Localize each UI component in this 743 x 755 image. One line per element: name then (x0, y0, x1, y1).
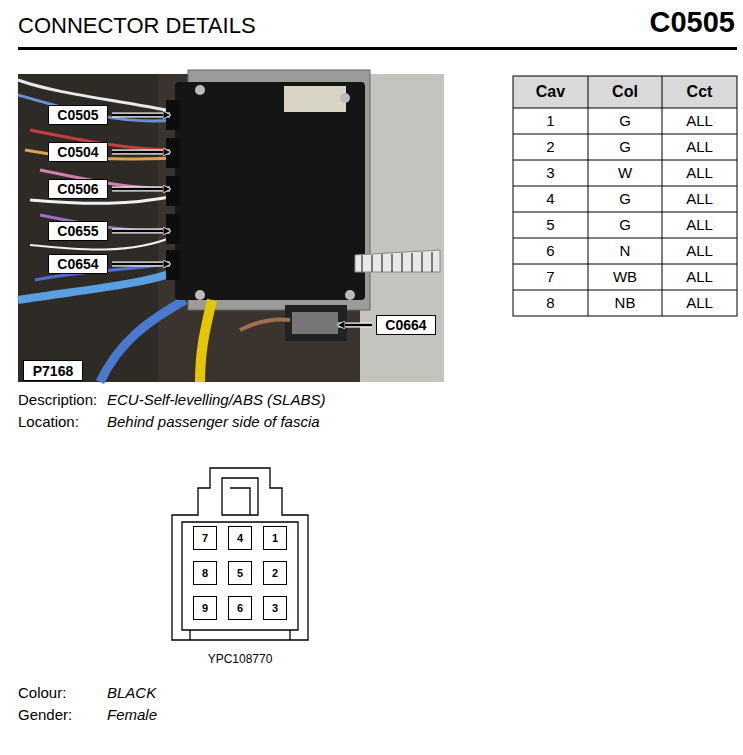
table-cell: 5 (513, 212, 588, 238)
field-name: Colour: (18, 684, 66, 701)
table-grid (513, 76, 737, 316)
connector-code: C0505 (650, 6, 735, 39)
table-cell: 2 (513, 134, 588, 160)
callout-box: C0506 (48, 179, 108, 199)
cavity: 8 (193, 561, 217, 585)
callout-label: C0664 (385, 317, 426, 333)
field-value: Female (107, 706, 157, 723)
field-value: ECU-Self-levelling/ABS (SLABS) (107, 391, 325, 408)
field-name: Location: (18, 413, 79, 430)
table-cell: W (588, 160, 662, 186)
callout-label: C0655 (57, 223, 98, 239)
cavity-number: 3 (272, 602, 278, 614)
table-header: Cav (513, 76, 588, 108)
table-cell: G (588, 134, 662, 160)
cavity-number: 1 (272, 532, 278, 544)
callout-box: C0664 (376, 315, 436, 335)
cavity: 2 (263, 561, 287, 585)
table-cell: G (588, 212, 662, 238)
table-cell: ALL (662, 186, 737, 212)
table-cell: ALL (662, 264, 737, 290)
table-cell: ALL (662, 134, 737, 160)
table-cell: WB (588, 264, 662, 290)
photo (18, 70, 444, 382)
callout-label: C0504 (57, 144, 98, 160)
table-header: Cct (662, 76, 737, 108)
cavity: 9 (193, 596, 217, 620)
table-cell: 4 (513, 186, 588, 212)
cavity: 5 (228, 561, 252, 585)
field-name: Gender: (18, 706, 72, 723)
cavity: 7 (193, 526, 217, 550)
table-header: Col (588, 76, 662, 108)
cavity: 1 (263, 526, 287, 550)
cavity-number: 6 (237, 602, 243, 614)
table-cell: 6 (513, 238, 588, 264)
table-cell: ALL (662, 160, 737, 186)
table-cell: N (588, 238, 662, 264)
callout-box: C0654 (48, 254, 108, 274)
cavity: 6 (228, 596, 252, 620)
table-cell: G (588, 108, 662, 134)
table-cell: ALL (662, 290, 737, 316)
table-cell: ALL (662, 212, 737, 238)
header-rule (18, 47, 737, 50)
table-cell: G (588, 186, 662, 212)
leader-arrows (112, 115, 372, 325)
table-cell: 7 (513, 264, 588, 290)
callout-box: C0655 (48, 221, 108, 241)
cavity: 3 (263, 596, 287, 620)
cavity-number: 2 (272, 567, 278, 579)
cavity-number: 7 (202, 532, 208, 544)
table-cell: ALL (662, 238, 737, 264)
table-cell: 1 (513, 108, 588, 134)
connector-outline (172, 468, 308, 640)
field-value: BLACK (107, 684, 156, 701)
cavity-number: 8 (202, 567, 208, 579)
cavity-number: 5 (237, 567, 243, 579)
field-value: Behind passenger side of fascia (107, 413, 320, 430)
callout-label: P7168 (33, 363, 73, 379)
table-cell: 3 (513, 160, 588, 186)
cavity-number: 4 (237, 532, 243, 544)
callout-box: C0505 (48, 105, 108, 125)
table-cell: 8 (513, 290, 588, 316)
page-title: CONNECTOR DETAILS (18, 13, 256, 39)
field-name: Description: (18, 391, 97, 408)
callout-label: C0654 (57, 256, 98, 272)
cavity: 4 (228, 526, 252, 550)
cavity-number: 9 (202, 602, 208, 614)
callout-box: P7168 (23, 360, 83, 381)
table-cell: NB (588, 290, 662, 316)
table-cell: ALL (662, 108, 737, 134)
callout-label: C0506 (57, 181, 98, 197)
callout-label: C0505 (57, 107, 98, 123)
callout-box: C0504 (48, 142, 108, 162)
part-number: YPC108770 (160, 652, 320, 666)
